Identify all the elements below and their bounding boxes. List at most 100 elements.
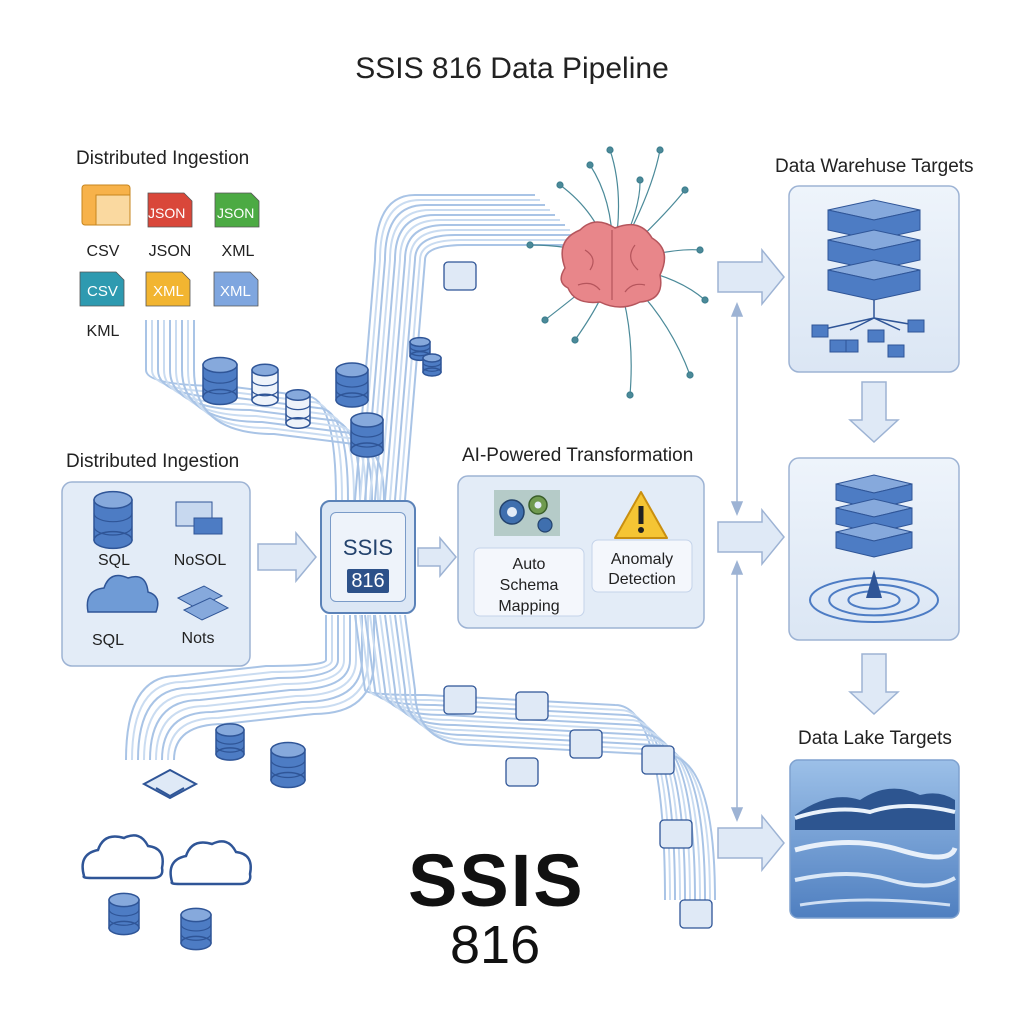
small-data-icon: [443, 685, 477, 715]
chip-inner: SSIS 816: [330, 512, 406, 602]
flow-line: [354, 194, 535, 501]
small-data-icon: [659, 819, 693, 849]
sources-top-heading: Distributed Ingestion: [76, 148, 250, 169]
badge-xml-2: XML: [220, 283, 251, 300]
cube-icon: [141, 768, 199, 800]
schema-line-1: Auto: [512, 556, 546, 573]
mid-panel-icons: [86, 501, 230, 621]
badge-json-1: JSON: [148, 205, 186, 221]
flow-line: [359, 199, 540, 501]
database-icon: [251, 363, 279, 407]
database-icon: [270, 741, 306, 789]
neuron-node: [606, 146, 614, 154]
chip-816-text: 816: [347, 569, 389, 593]
database-icon: [422, 353, 442, 377]
flow-line: [193, 320, 385, 501]
anomaly-line-2: Detection: [608, 571, 676, 588]
database-icon: [108, 892, 140, 936]
neuron-node: [586, 161, 594, 169]
neuron-node: [696, 246, 704, 254]
small-data-icons: [443, 261, 713, 929]
neuron-node: [656, 146, 664, 154]
database-icon: [93, 490, 133, 550]
xml-file-icon: [213, 271, 259, 307]
neuron-node: [626, 391, 634, 399]
small-data-icon: [569, 729, 603, 759]
schema-line-3: Mapping: [498, 598, 560, 615]
transform-heading: AI-Powered Transformation: [462, 445, 694, 466]
flow-line: [369, 614, 681, 901]
flow-line: [374, 614, 686, 901]
neuron-node: [701, 296, 709, 304]
lake-server-icon: [809, 474, 939, 623]
file-label-json: JSON: [148, 243, 192, 260]
flow-line: [384, 224, 565, 501]
flow-line: [149, 615, 351, 761]
flow-line: [379, 219, 560, 501]
flow-line: [161, 615, 363, 761]
cloud-icon: [86, 574, 159, 613]
neuron-node: [636, 176, 644, 184]
anomaly-detection-label: Anomaly Detection: [592, 550, 692, 590]
flow-line: [379, 614, 691, 901]
warehouse-heading: Data Warehuse Targets: [775, 156, 974, 177]
sources-mid-heading: Distributed Ingestion: [66, 451, 240, 472]
file-icons: [79, 184, 260, 307]
neuron-node: [681, 186, 689, 194]
small-data-icon: [443, 261, 477, 291]
nosql-server-icon: [175, 501, 223, 535]
database-icon: [215, 723, 245, 761]
flow-line: [394, 614, 706, 901]
anomaly-card: [591, 539, 693, 593]
bidirectional-arrows: [730, 302, 744, 822]
data-lake-panel: [789, 759, 960, 919]
database-icon: [409, 336, 431, 362]
neuron-node: [686, 371, 694, 379]
xml-file-icon: [145, 271, 191, 307]
database-icon: [202, 356, 238, 406]
page-title: SSIS 816 Data Pipeline: [355, 52, 669, 85]
neuron-node: [571, 336, 579, 344]
flow-line: [137, 615, 339, 761]
database-icons: [93, 336, 442, 951]
flow-line: [169, 320, 361, 501]
flow-line: [173, 615, 375, 761]
flow-line: [394, 234, 575, 501]
small-data-icon: [505, 757, 539, 787]
csv-file-icon: [79, 271, 125, 307]
flow-arrows: [257, 247, 900, 873]
file-label-kml: KML: [86, 323, 120, 340]
small-data-icon: [515, 691, 549, 721]
database-icon: [335, 362, 369, 408]
flow-line: [369, 209, 550, 501]
flow-line: [155, 615, 357, 761]
flow-line: [187, 320, 379, 501]
json-file-icon: [214, 192, 260, 228]
small-data-icon: [641, 745, 675, 775]
neuron-node: [556, 181, 564, 189]
database-icon: [350, 412, 384, 458]
lake-landscape-icon: [794, 788, 958, 907]
flow-line: [389, 229, 570, 501]
schema-line-2: Schema: [499, 577, 559, 594]
flow-line: [364, 614, 676, 901]
mid-label-nots: Nots: [181, 630, 215, 647]
big-816-logo: 816: [450, 915, 541, 975]
neuron-node: [526, 241, 534, 249]
cloud-icons: [81, 834, 252, 886]
database-icon: [180, 907, 212, 951]
chip-ssis-text: SSIS: [342, 535, 394, 560]
neuron-node: [541, 316, 549, 324]
tiles-icon: [176, 585, 230, 621]
flow-line: [163, 320, 355, 501]
mid-label-sql: SQL: [97, 552, 130, 569]
gears-icon: [494, 490, 560, 536]
flow-line: [389, 614, 701, 901]
flow-line: [157, 320, 349, 501]
flow-line: [374, 214, 555, 501]
mid-label-sql-2: SQL: [91, 632, 124, 649]
database-icon: [285, 388, 311, 430]
flow-line: [404, 244, 585, 501]
flow-line: [354, 614, 666, 901]
badge-xml-1: XML: [153, 283, 184, 300]
